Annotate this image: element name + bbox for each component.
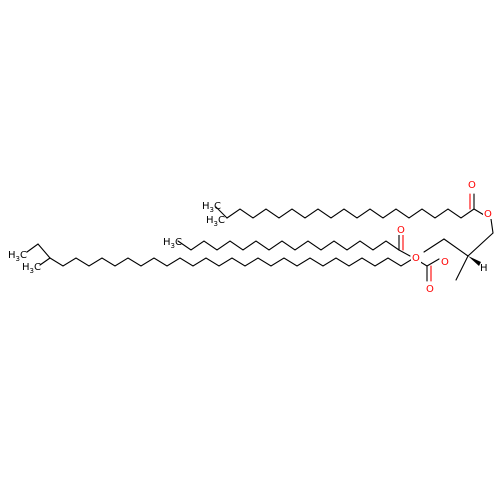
glycerol-c2-o2 bbox=[455, 255, 469, 281]
atom-h3c-middle-h: H bbox=[163, 237, 171, 248]
acyl-chain-top bbox=[215, 193, 485, 219]
glycerol-c3-o3 bbox=[423, 238, 445, 253]
atom-h3c-bottom-ethyl: H3C bbox=[8, 250, 27, 263]
glycerol-c2-c3 bbox=[443, 238, 469, 257]
atom-h3c-top: H3C bbox=[202, 201, 221, 214]
atom-o-ester-middle: O bbox=[412, 253, 420, 264]
atom-h3c-top-branch-h: H bbox=[206, 215, 214, 226]
chain-bottom-ethyl bbox=[26, 243, 51, 259]
atom-h3c-top-branch-sub: 3 bbox=[214, 220, 218, 228]
atom-h3c-top-h: H bbox=[202, 201, 210, 212]
chain-middle-ester-bond bbox=[398, 249, 411, 257]
atom-o-ester-top: O bbox=[484, 209, 492, 220]
atom-h3c-middle-sub: 3 bbox=[171, 242, 175, 250]
atom-h3c-bottom-methyl-c: C bbox=[34, 262, 41, 273]
chain-middle-backbone bbox=[177, 240, 400, 251]
atom-h3c-bottom-methyl-sub: 3 bbox=[30, 267, 34, 275]
chain-bottom-backbone bbox=[49, 257, 428, 267]
atom-h3c-bottom-ethyl-h: H bbox=[8, 250, 16, 261]
atom-h3c-top-sub: 3 bbox=[210, 206, 214, 214]
atom-h3c-top-branch-c: C bbox=[218, 215, 225, 226]
atom-o-carbonyl-top: O bbox=[468, 180, 476, 191]
atom-h3c-bottom-ethyl-sub: 3 bbox=[16, 255, 20, 263]
acyl-chain-bottom bbox=[26, 243, 440, 282]
atom-h3c-middle-c: C bbox=[175, 237, 182, 248]
glycerol-backbone bbox=[423, 218, 494, 281]
glycerol-c1-c2 bbox=[467, 232, 494, 257]
chain-top-backbone bbox=[226, 208, 475, 219]
atom-o-ester-bottom: O bbox=[441, 257, 449, 268]
atom-h3c-bottom-methyl: H3C bbox=[22, 262, 41, 275]
atom-h3c-top-c: C bbox=[214, 201, 221, 212]
atom-h3c-bottom-ethyl-c: C bbox=[20, 250, 27, 261]
atom-h-stereo: H bbox=[480, 263, 488, 274]
atom-h3c-top-branch: H3C bbox=[206, 215, 225, 228]
chain-top-ester-bond bbox=[473, 208, 485, 216]
atom-o-carbonyl-bottom: O bbox=[426, 284, 434, 295]
chain-top-methyl-branch bbox=[215, 206, 228, 219]
acyl-chain-middle bbox=[177, 234, 411, 257]
atom-h3c-bottom-methyl-h: H bbox=[22, 262, 30, 273]
chain-bottom-ester-bond bbox=[426, 258, 440, 267]
atom-h3c-middle: H3C bbox=[163, 237, 182, 250]
stereo-wedge bbox=[468, 256, 481, 266]
glycerol-o1-c1 bbox=[490, 218, 494, 234]
atom-o-carbonyl-middle: O bbox=[397, 225, 405, 236]
atom-labels: O O H3C H3C O O H3C O H O H3C H3C bbox=[8, 178, 493, 295]
chain-bottom-methyl-branch bbox=[39, 257, 51, 266]
